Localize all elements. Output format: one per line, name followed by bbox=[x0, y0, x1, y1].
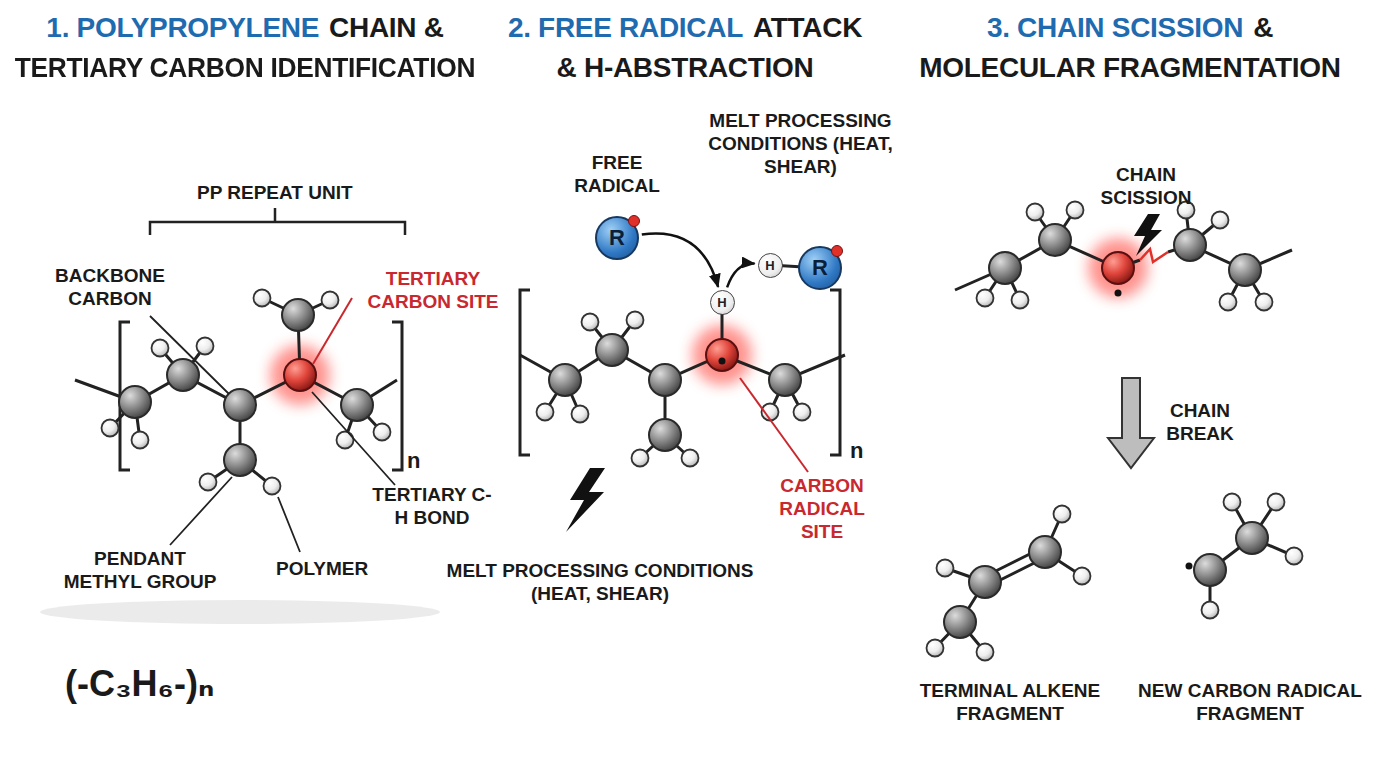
annotation-label: FREE RADICAL bbox=[557, 152, 677, 198]
reaction-arrow bbox=[727, 264, 755, 288]
atom-symbol: H bbox=[765, 258, 774, 273]
annotation-label: CHAIN BREAK bbox=[1155, 400, 1245, 446]
heading-text: CHAIN & bbox=[329, 12, 444, 43]
heading-text: ATTACK bbox=[753, 12, 862, 43]
annotation-label: POLYMER bbox=[276, 558, 368, 581]
heading-line: TERTIARY CARBON IDENTIFICATION bbox=[10, 52, 480, 84]
heading-line: 3. CHAIN SCISSION& bbox=[982, 12, 1278, 44]
annotation-label: CARBON RADICAL SITE bbox=[767, 475, 877, 543]
annotation-label: CHAIN SCISSION bbox=[1086, 164, 1206, 210]
hydrogen-atom: H bbox=[710, 290, 735, 315]
atom-symbol: H bbox=[717, 295, 726, 310]
annotation-label: MELT PROCESSING CONDITIONS (HEAT, SHEAR) bbox=[435, 560, 765, 606]
heading-line: 2. FREE RADICAL ATTACK bbox=[503, 12, 867, 44]
panel-heading: 2. FREE RADICAL ATTACK bbox=[285, 12, 1085, 44]
radical-dot bbox=[628, 215, 640, 227]
annotation-label: TERTIARY CARBON SITE bbox=[358, 268, 508, 314]
hydrogen-atom: H bbox=[758, 253, 783, 278]
radical-atom: R bbox=[798, 246, 842, 290]
panel-1-illustration bbox=[40, 208, 440, 624]
annotation-label: TERTIARY C-H BOND bbox=[367, 484, 497, 530]
radical-atom: R bbox=[595, 216, 639, 260]
reaction-arrow bbox=[642, 233, 718, 287]
annotation-label: NEW CARBON RADICAL FRAGMENT bbox=[1120, 680, 1376, 726]
heading-text: TERTIARY CARBON IDENTIFICATION bbox=[15, 52, 475, 83]
heading-text: & H-ABSTRACTION bbox=[557, 52, 814, 83]
heading-text: 3. CHAIN SCISSION bbox=[987, 12, 1243, 43]
heading-line: MOLECULAR FRAGMENTATION bbox=[914, 52, 1345, 84]
atom-symbol: R bbox=[812, 255, 828, 281]
heading-text: MOLECULAR FRAGMENTATION bbox=[919, 52, 1340, 83]
panel-heading: 3. CHAIN SCISSION& bbox=[730, 12, 1376, 44]
annotation-label: PP REPEAT UNIT bbox=[197, 182, 353, 205]
radical-dot bbox=[831, 245, 843, 257]
panel-heading: MOLECULAR FRAGMENTATION bbox=[730, 52, 1376, 84]
annotation-label: (-C₃H₆-)ₙ bbox=[65, 662, 214, 705]
annotation-label: MELT PROCESSING CONDITIONS (HEAT, SHEAR) bbox=[693, 110, 908, 178]
annotation-label: BACKBONE CARBON bbox=[40, 265, 180, 311]
panel-3-illustration bbox=[927, 202, 1303, 661]
heading-line: & H-ABSTRACTION bbox=[552, 52, 819, 84]
heading-text: 2. FREE RADICAL bbox=[508, 12, 743, 43]
atom-symbol: R bbox=[609, 225, 625, 251]
heading-line: 1. POLYPROPYLENE CHAIN & bbox=[41, 12, 448, 44]
heading-text: & bbox=[1253, 12, 1273, 43]
annotation-label: n bbox=[850, 438, 863, 464]
panel-heading: TERTIARY CARBON IDENTIFICATION bbox=[0, 52, 645, 84]
heading-text: 1. POLYPROPYLENE bbox=[46, 12, 319, 43]
annotation-label: TERMINAL ALKENE FRAGMENT bbox=[900, 680, 1120, 726]
annotation-label: n bbox=[407, 448, 420, 474]
annotation-label: PENDANT METHYL GROUP bbox=[55, 548, 225, 594]
